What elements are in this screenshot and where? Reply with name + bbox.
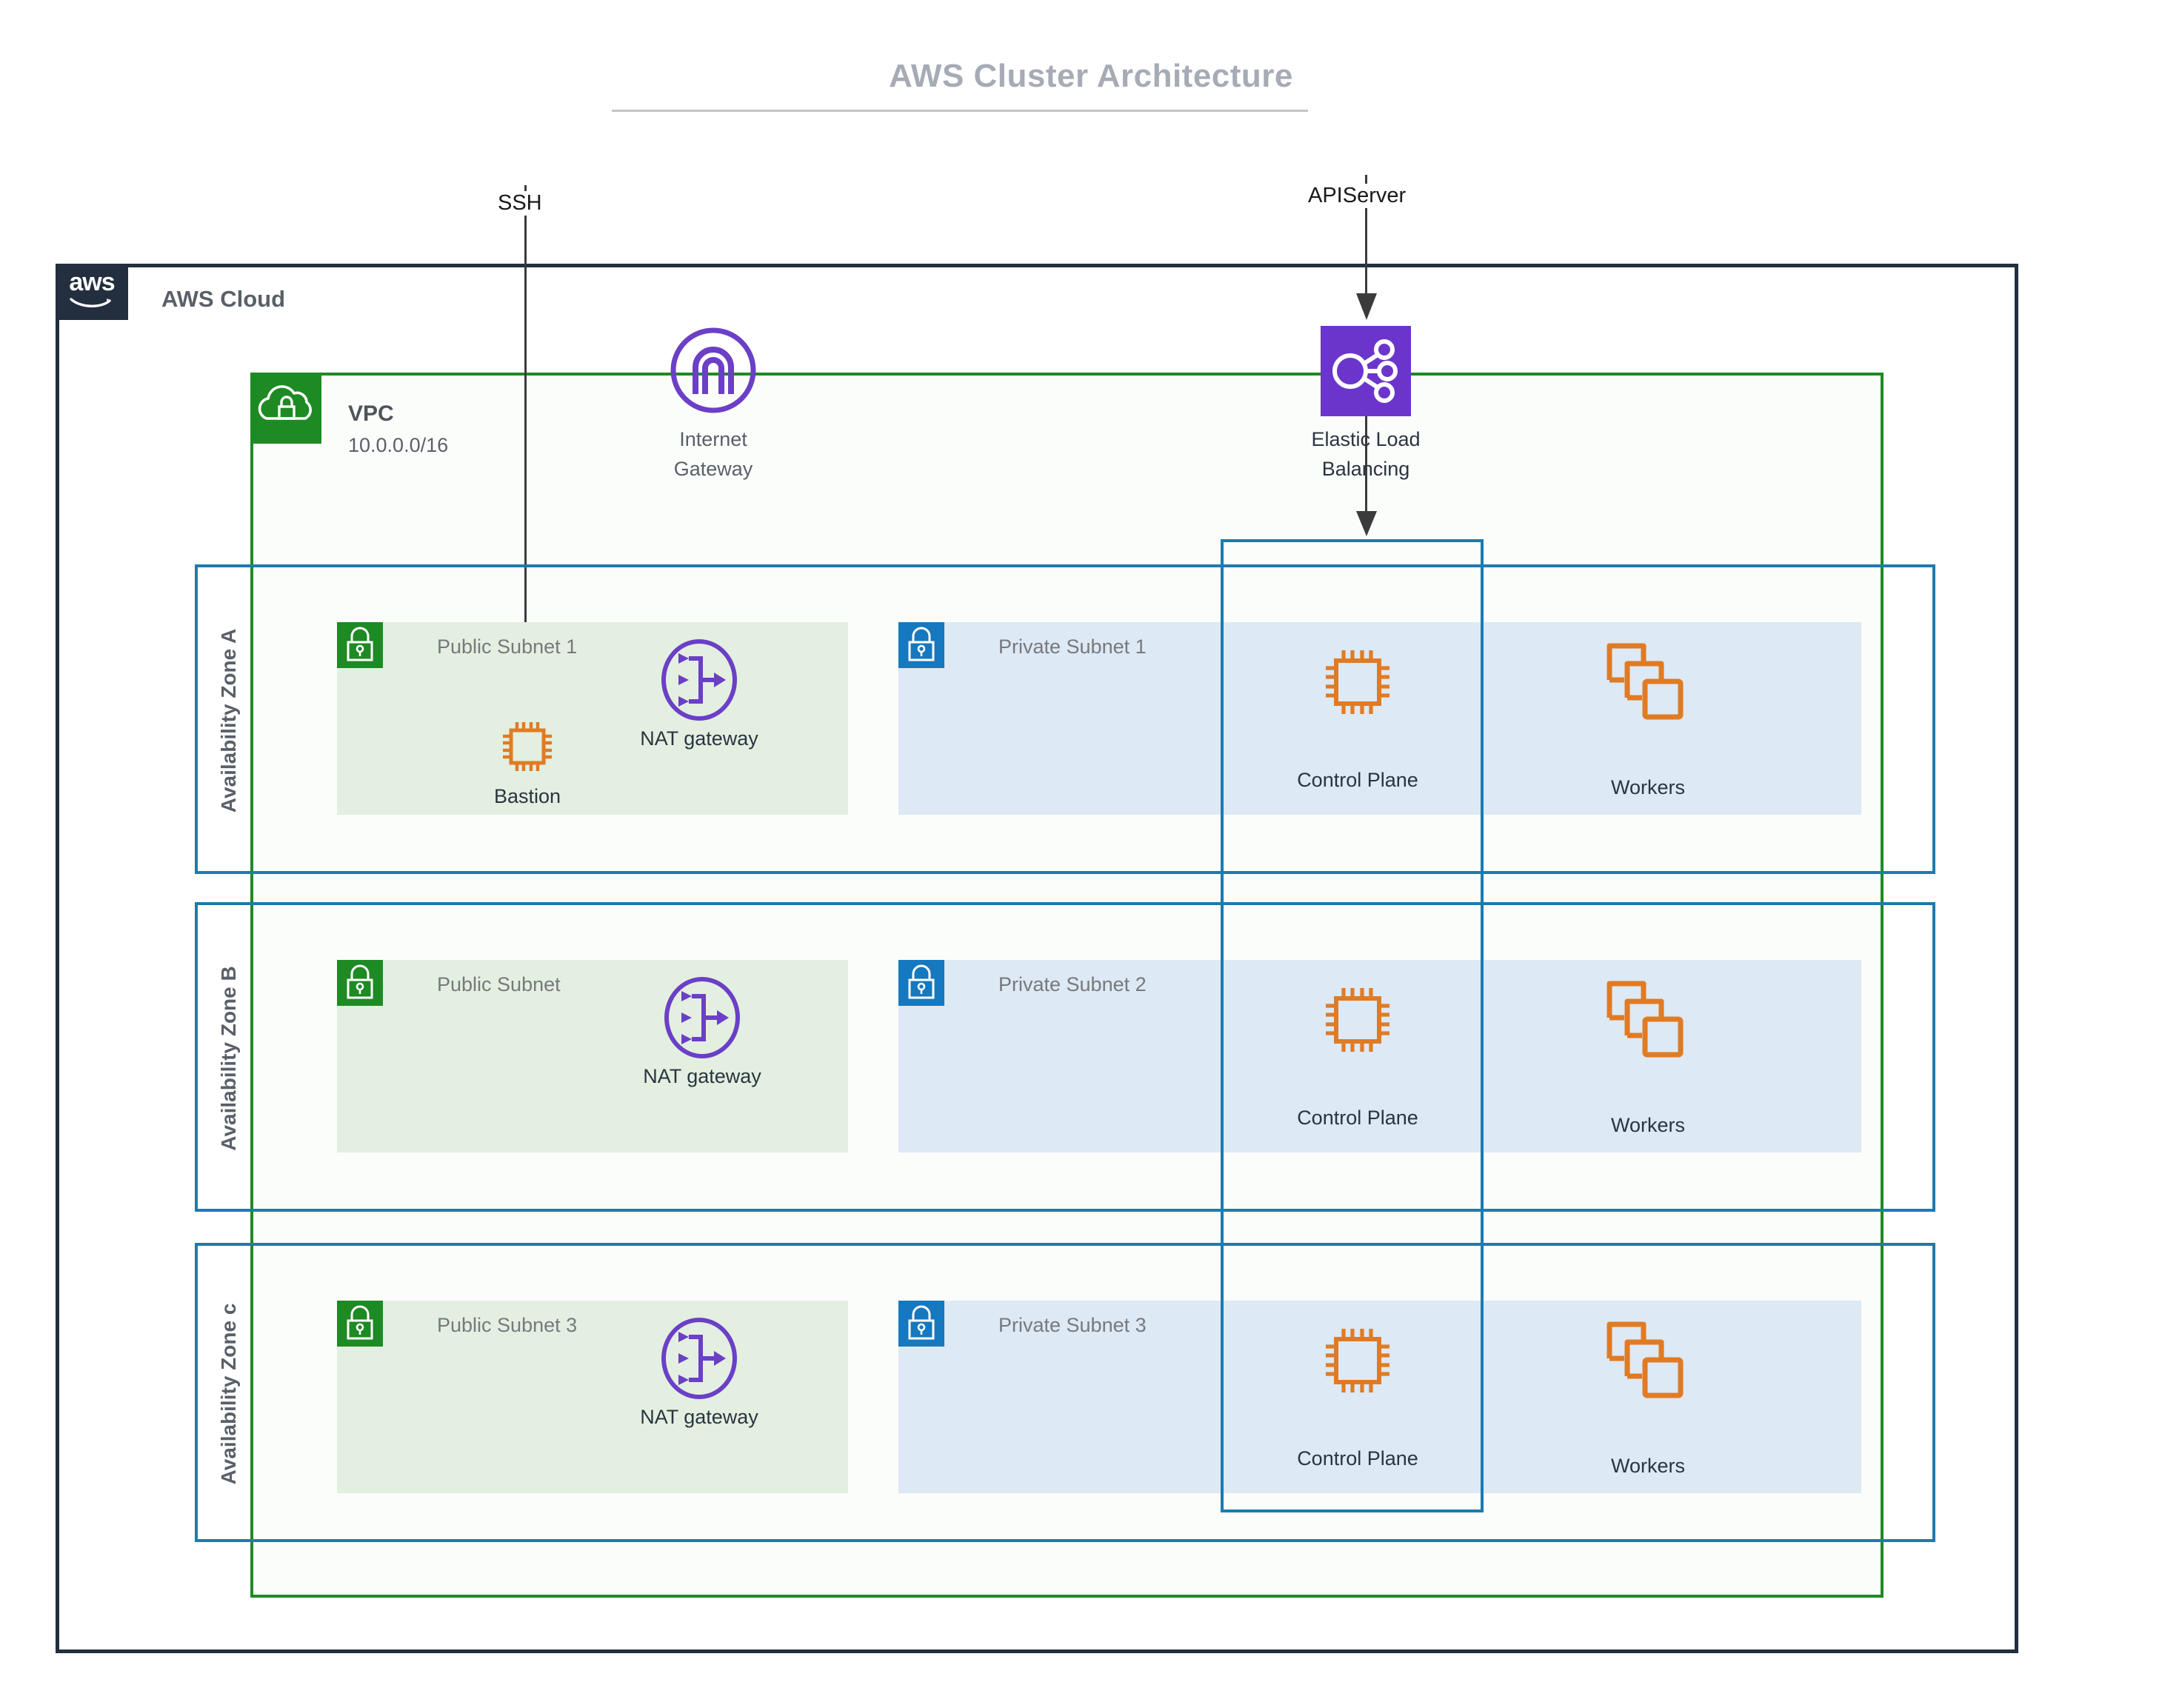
availability-zone-c-boundary bbox=[195, 1243, 1935, 1542]
control-plane-b-label: Control Plane bbox=[1297, 1107, 1418, 1129]
availability-zone-a-boundary bbox=[195, 564, 1935, 874]
availability-zone-a-label: Availability Zone A bbox=[217, 628, 240, 813]
private-subnet-3-band bbox=[898, 1301, 1861, 1493]
workers-c-label: Workers bbox=[1610, 1455, 1685, 1477]
control-plane-chip-icon bbox=[1326, 1329, 1389, 1392]
workers-stack-icon bbox=[1607, 981, 1684, 1058]
public-subnet-b-band bbox=[337, 960, 848, 1152]
public-subnet-1-lock-icon bbox=[337, 622, 383, 668]
public-subnet-1-label: Public Subnet 1 bbox=[437, 636, 578, 658]
private-subnet-2-band bbox=[898, 960, 1861, 1152]
workers-stack-icon bbox=[1607, 1321, 1684, 1398]
vpc-cidr: 10.0.0.0/16 bbox=[348, 434, 449, 456]
control-plane-chip-icon bbox=[1326, 650, 1389, 714]
control-plane-c-label: Control Plane bbox=[1297, 1447, 1418, 1470]
internet-gateway-label-line1: Internet bbox=[679, 428, 747, 450]
availability-zone-b-boundary bbox=[195, 902, 1935, 1212]
elb-to-controlplane-line bbox=[1365, 416, 1367, 514]
elastic-load-balancing-label-line1: Elastic Load bbox=[1311, 428, 1421, 450]
nat-gateway-icon bbox=[664, 977, 740, 1058]
bastion-chip-icon bbox=[503, 722, 552, 771]
aws-smile-icon bbox=[70, 298, 111, 307]
ssh-connector-line bbox=[524, 185, 527, 733]
public-subnet-3-lock-icon bbox=[337, 1301, 383, 1347]
nat-gateway-icon bbox=[661, 639, 737, 721]
elastic-load-balancing-label-line2: Balancing bbox=[1321, 458, 1410, 480]
title-underline bbox=[612, 110, 1308, 112]
control-plane-a-label: Control Plane bbox=[1297, 769, 1418, 791]
private-subnet-3-label: Private Subnet 3 bbox=[998, 1314, 1147, 1336]
availability-zone-b-label: Availability Zone B bbox=[217, 966, 240, 1151]
public-subnet-b-label: Public Subnet bbox=[437, 973, 561, 995]
control-plane-chip-icon bbox=[1326, 988, 1389, 1052]
private-subnet-2-label: Private Subnet 2 bbox=[998, 973, 1147, 995]
internet-gateway-icon bbox=[670, 327, 756, 413]
apiserver-label: APIServer bbox=[1304, 184, 1411, 208]
elastic-load-balancing-icon bbox=[1321, 326, 1411, 416]
aws-logo-text: aws bbox=[69, 268, 115, 296]
aws-cloud-label: AWS Cloud bbox=[161, 286, 286, 312]
workers-b-label: Workers bbox=[1610, 1114, 1685, 1136]
workers-stack-icon bbox=[1607, 643, 1684, 720]
private-subnet-1-lock-icon bbox=[898, 622, 944, 668]
private-subnet-3-lock-icon bbox=[898, 1301, 944, 1347]
nat-gateway-b-label: NAT gateway bbox=[643, 1065, 761, 1087]
public-subnet-1-band bbox=[337, 622, 848, 815]
nat-gateway-c-label: NAT gateway bbox=[640, 1406, 758, 1428]
ssh-label: SSH bbox=[493, 191, 547, 216]
vpc-cloud-lock-icon bbox=[250, 373, 321, 444]
public-subnet-3-label: Public Subnet 3 bbox=[437, 1314, 578, 1336]
availability-zone-c-label: Availability Zone c bbox=[217, 1303, 240, 1485]
public-subnet-b-lock-icon bbox=[337, 960, 383, 1006]
apiserver-connector-line bbox=[1365, 175, 1367, 313]
nat-gateway-icon bbox=[661, 1318, 737, 1399]
aws-logo: aws bbox=[56, 264, 128, 320]
page-title: AWS Cluster Architecture bbox=[889, 58, 1293, 94]
private-subnet-1-label: Private Subnet 1 bbox=[998, 636, 1147, 658]
elb-arrowhead bbox=[1356, 511, 1377, 536]
workers-a-label: Workers bbox=[1610, 776, 1685, 798]
private-subnet-1-band bbox=[898, 622, 1861, 815]
vpc-label: VPC bbox=[348, 401, 394, 426]
public-subnet-3-band bbox=[337, 1301, 848, 1493]
nat-gateway-a-label: NAT gateway bbox=[640, 727, 758, 750]
internet-gateway-label-line2: Gateway bbox=[673, 458, 753, 480]
bastion-label: Bastion bbox=[493, 785, 561, 807]
control-plane-group-boundary bbox=[1221, 539, 1484, 1512]
private-subnet-2-lock-icon bbox=[898, 960, 944, 1006]
apiserver-arrowhead bbox=[1356, 293, 1377, 320]
